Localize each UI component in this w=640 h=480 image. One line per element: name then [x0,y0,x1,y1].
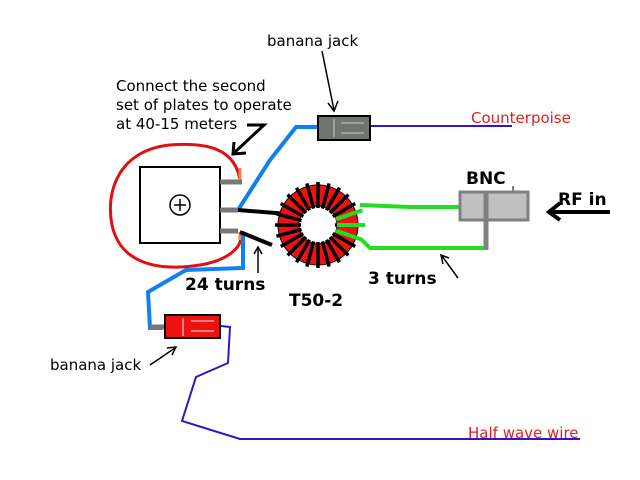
label-3-turns: 3 turns [368,269,437,289]
label-toroid: T50-2 [289,291,343,311]
note-line-3: at 40-15 meters [116,115,237,133]
arrow-banana-bottom [149,346,178,366]
secondary-winding-turn [328,235,350,257]
note-line-1: Connect the second [116,77,266,95]
secondary-winding-turn [320,240,331,267]
label-24-turns: 24 turns [185,275,265,295]
secondary-winding-turn [331,201,357,219]
primary-winding-turn [335,228,364,242]
secondary-winding-turn [276,227,303,238]
note-line-2: set of plates to operate [116,96,292,114]
secondary-winding-turn [331,231,357,249]
label-counterpoise: Counterpoise [471,109,571,127]
secondary-winding-turn [279,231,305,249]
label-banana-jack-bottom: banana jack [50,356,141,374]
green-wire-bottom [360,238,488,250]
capacitor-jumper-loop [108,142,243,269]
secondary-winding-turn [320,183,331,210]
banana-jack-top [317,115,371,141]
banana-jack-bottom [150,314,221,339]
secondary-winding-turn [276,212,303,223]
label-rf-in: RF in [558,190,607,210]
green-wire-top [359,203,460,209]
toroid-core [275,182,365,268]
secondary-winding-turn [286,193,308,215]
lead-2 [239,230,273,247]
secondary-winding-turn [324,186,342,212]
primary-winding-turn [335,208,364,222]
arrow-note [231,123,268,156]
capacitor-knob-icon [169,194,191,216]
secondary-winding-turn [294,186,312,212]
secondary-winding-turn [279,201,305,219]
secondary-winding-turn [324,238,342,264]
secondary-winding-turn [328,193,350,215]
secondary-winding-turn [294,238,312,264]
secondary-winding-turn [305,183,316,210]
label-half-wave-wire: Half wave wire [468,424,579,442]
bnc-connector [458,186,530,250]
secondary-winding-turn [305,240,316,267]
secondary-winding-turn [286,235,308,257]
arrow-24-turns [253,245,263,273]
arrow-banana-top [321,50,339,113]
arrow-3-turns [439,253,459,279]
label-banana-jack-top: banana jack [267,32,358,50]
half-wave-wire [180,325,580,440]
arrow-rf-in [545,201,610,222]
blue-wire-counterpoise [236,125,318,212]
label-bnc: BNC [466,169,506,189]
